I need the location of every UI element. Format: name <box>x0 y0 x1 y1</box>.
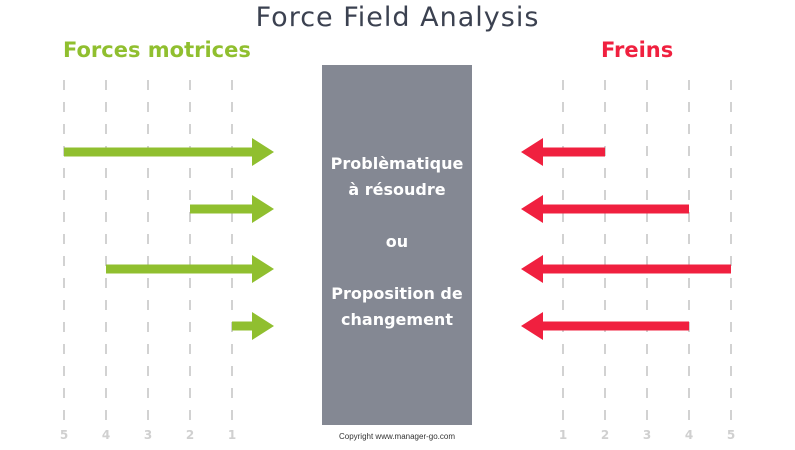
restraining-tick-label: 2 <box>601 428 609 442</box>
driving-force-arrow <box>106 255 274 283</box>
driving-force-arrow <box>64 138 274 166</box>
central-issue-line-5: changement <box>341 310 453 329</box>
restraining-tick-label: 5 <box>727 428 735 442</box>
central-issue-line-1: Problèmatique <box>330 154 464 173</box>
restraining-force-arrow <box>521 195 689 223</box>
driving-force-arrow <box>232 312 274 340</box>
driving-tick-label: 4 <box>102 428 110 442</box>
central-issue-line-4: Proposition de <box>331 284 463 303</box>
restraining-tick-label: 3 <box>643 428 651 442</box>
central-issue-or: ou <box>385 232 409 251</box>
central-issue-text: Problèmatique à résoudre ou Proposition … <box>322 65 472 425</box>
restraining-force-arrow <box>521 255 731 283</box>
driving-forces-heading: Forces motrices <box>63 38 251 62</box>
driving-tick-label: 1 <box>228 428 236 442</box>
restraining-force-arrow <box>521 138 605 166</box>
restraining-force-arrow <box>521 312 689 340</box>
restraining-forces-heading: Freins <box>601 38 674 62</box>
driving-tick-label: 5 <box>60 428 68 442</box>
driving-force-arrow <box>190 195 274 223</box>
driving-tick-label: 2 <box>186 428 194 442</box>
central-issue-line-2: à résoudre <box>348 180 446 199</box>
copyright-notice: Copyright www.manager-go.com <box>338 432 456 441</box>
restraining-tick-label: 1 <box>559 428 567 442</box>
central-issue-box: Problèmatique à résoudre ou Proposition … <box>322 65 472 425</box>
page-title: Force Field Analysis <box>255 2 540 33</box>
restraining-tick-label: 4 <box>685 428 693 442</box>
driving-tick-label: 3 <box>144 428 152 442</box>
